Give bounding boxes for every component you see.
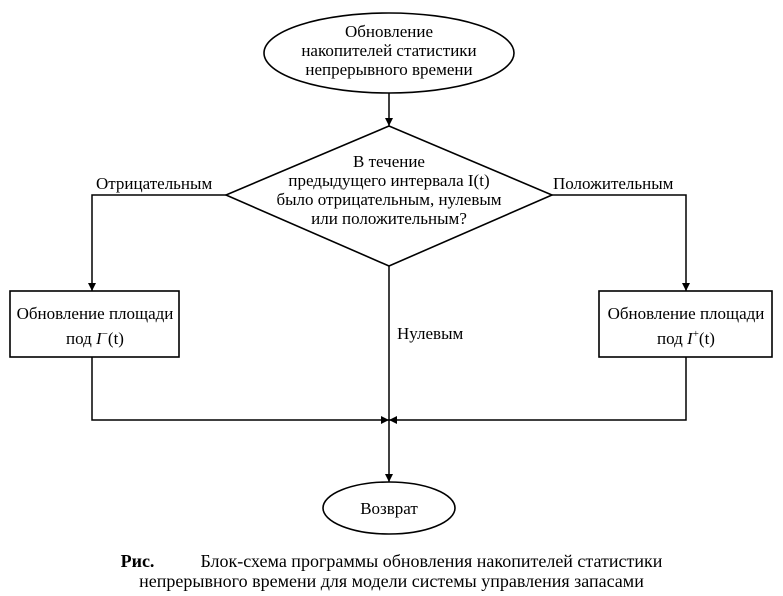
process-negative-line-1: Обновление площади — [17, 304, 174, 323]
decision-label-line-3: было отрицательным, нулевым — [276, 190, 501, 209]
process-positive-sup: + — [693, 328, 699, 340]
decision-label-line-2: предыдущего интервала I(t) — [288, 171, 489, 190]
figure-caption-line-1: Рис. Блок-схема программы обновления нако… — [0, 551, 783, 571]
process-positive-prefix: под — [657, 329, 687, 348]
process-negative-prefix: под — [66, 329, 96, 348]
decision-label-line-4: или положительным? — [311, 209, 467, 228]
end-label: Возврат — [360, 499, 418, 518]
branch-negative-label: Отрицательным — [96, 174, 212, 193]
start-label-line-3: непрерывного времени — [305, 60, 472, 79]
decision-label-line-1: В течение — [353, 152, 425, 171]
connector-negative-to-merge — [91, 357, 389, 424]
process-positive-line-1: Обновление площади — [608, 304, 765, 323]
connector-positive-to-merge — [389, 357, 687, 424]
process-positive-arg: (t) — [699, 329, 715, 348]
connector-decision-to-negative — [88, 194, 226, 291]
process-positive-var: I — [686, 329, 694, 348]
start-label-line-1: Обновление — [345, 22, 433, 41]
end-terminal — [322, 481, 456, 535]
process-positive-box — [598, 290, 773, 358]
process-negative-box — [9, 290, 180, 358]
figure-caption-line-2: непрерывного времени для модели системы … — [139, 571, 644, 591]
branch-zero-label: Нулевым — [397, 324, 464, 343]
figure-caption-text-1: Блок-схема программы обновления накопите… — [200, 551, 663, 571]
start-label-line-2: накопителей статистики — [301, 41, 476, 60]
process-negative-line-2: под I−(t) — [66, 328, 124, 348]
figure-caption-label: Рис. — [120, 551, 155, 571]
process-positive-line-2: под I+(t) — [657, 328, 715, 348]
branch-positive-label: Положительным — [553, 174, 674, 193]
connector-decision-to-positive — [552, 194, 690, 291]
process-negative-sup: − — [102, 328, 108, 340]
flowchart: Обновление накопителей статистики непрер… — [9, 12, 773, 535]
process-negative-var: I — [95, 329, 103, 348]
process-negative-arg: (t) — [108, 329, 124, 348]
